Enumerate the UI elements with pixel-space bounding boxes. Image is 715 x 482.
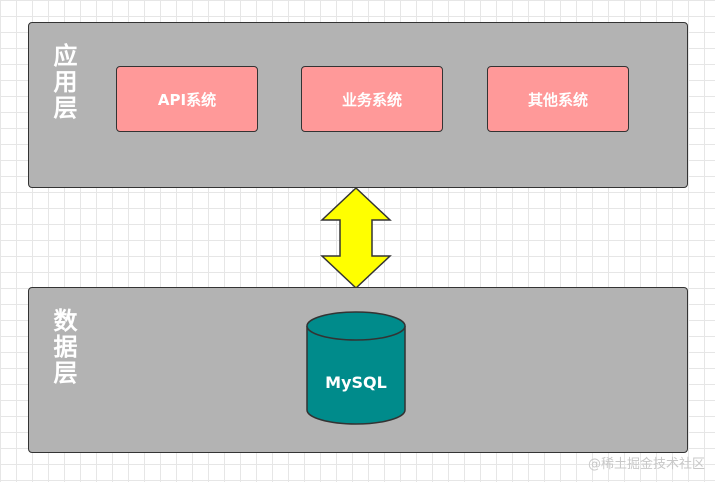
application-layer-label: 应用层 <box>49 43 77 121</box>
business-system-box: 业务系统 <box>301 66 443 132</box>
mysql-label: MySQL <box>325 373 387 392</box>
watermark: @稀土掘金技术社区 <box>587 457 705 472</box>
application-layer: 应用层 API系统 业务系统 其他系统 <box>28 22 688 188</box>
bidirectional-arrow-icon <box>320 186 392 290</box>
api-system-label: API系统 <box>157 90 217 109</box>
data-layer-label: 数据层 <box>49 308 77 386</box>
other-system-label: 其他系统 <box>527 90 588 109</box>
mysql-database-icon: MySQL <box>306 311 406 425</box>
business-system-label: 业务系统 <box>341 90 402 109</box>
other-system-box: 其他系统 <box>487 66 629 132</box>
api-system-box: API系统 <box>116 66 258 132</box>
